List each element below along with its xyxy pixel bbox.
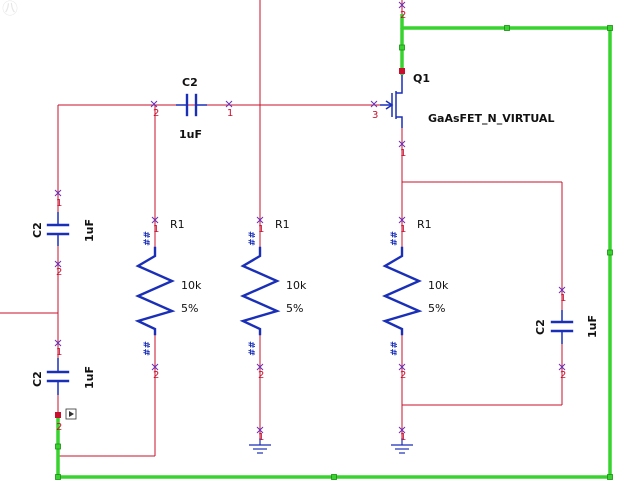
pin-number: 1 (56, 198, 62, 209)
pin-number: 1 (258, 432, 264, 443)
pin-number: 1 (227, 108, 233, 119)
pin-marker (256, 216, 264, 224)
component-tolerance: 5% (428, 302, 445, 315)
pin-marker (370, 100, 378, 108)
component-value: 1uF (83, 219, 96, 242)
component-model: GaAsFET_N_VIRTUAL (428, 112, 554, 125)
junction-node[interactable] (607, 474, 613, 480)
transistor-q1[interactable]: Q1 GaAsFET_N_VIRTUAL (380, 72, 554, 128)
pin-number: 2 (560, 370, 566, 381)
junction-node[interactable] (55, 443, 61, 450)
component-tolerance: 5% (181, 302, 198, 315)
capacitor-c2-top[interactable]: C2 1uF (176, 76, 207, 141)
pin-marker (225, 100, 233, 108)
pin-marker (256, 426, 264, 434)
highlighted-wire[interactable] (56, 14, 612, 479)
component-ref: C2 (534, 319, 547, 335)
component-value: 1uF (586, 315, 599, 338)
pin-number: 1 (400, 148, 406, 159)
pin-number: 2 (153, 108, 159, 119)
resistor-r1-c[interactable]: R1 10k 5% (381, 218, 449, 336)
pin-marker (151, 216, 159, 224)
junction-node[interactable] (399, 44, 405, 51)
component-ref: R1 (170, 218, 185, 231)
pin-number: 1 (258, 224, 264, 235)
pin-marker (54, 260, 62, 268)
pin-number: 3 (372, 110, 378, 121)
pin-markers (54, 1, 566, 434)
component-value: 1uF (179, 128, 202, 141)
play-icon (69, 411, 74, 417)
probe-marker[interactable] (399, 68, 405, 74)
pin-marker (54, 189, 62, 197)
pin-number: 2 (400, 10, 406, 21)
ground-symbol-c (391, 438, 413, 454)
pin-number: 2 (153, 370, 159, 381)
component-value: 10k (286, 279, 307, 292)
pin-number: 2 (56, 422, 62, 433)
component-value: 10k (181, 279, 202, 292)
wires (0, 0, 563, 457)
component-value: 1uF (83, 366, 96, 389)
pin-number: 1 (153, 224, 159, 235)
hash-mark: ## (390, 341, 400, 356)
pin-marker (398, 1, 406, 9)
pin-marker (256, 363, 264, 371)
pin-marker (151, 363, 159, 371)
pin-number: 1 (400, 432, 406, 443)
pin-marker (398, 140, 406, 148)
resistor-r1-b[interactable]: R1 10k 5% (239, 218, 307, 336)
component-ref: R1 (275, 218, 290, 231)
watermark-glyph: ㊇ (2, 0, 18, 18)
junction-node[interactable] (607, 249, 613, 256)
highlighted-net[interactable] (55, 14, 613, 480)
pin-number: 1 (560, 293, 566, 304)
probe-marker[interactable] (55, 412, 61, 418)
component-tolerance: 5% (286, 302, 303, 315)
capacitor-c2-left-lower[interactable]: C2 1uF (31, 358, 96, 395)
component-ref: C2 (31, 371, 44, 387)
pin-marker (398, 216, 406, 224)
component-ref: C2 (182, 76, 198, 89)
component-ref: R1 (417, 218, 432, 231)
pin-marker (558, 363, 566, 371)
pin-number: 2 (400, 370, 406, 381)
junction-node[interactable] (607, 25, 613, 31)
component-ref: Q1 (413, 72, 430, 85)
capacitor-c2-left-upper[interactable]: C2 1uF (31, 212, 96, 246)
hash-mark: ## (248, 341, 258, 356)
resistor-r1-a[interactable]: R1 10k 5% (134, 218, 202, 336)
pin-marker (558, 286, 566, 294)
capacitor-c2-right[interactable]: C2 1uF (534, 310, 599, 344)
component-value: 10k (428, 279, 449, 292)
junction-node[interactable] (55, 474, 61, 480)
footprint-hash-marks: ## ## ## ## ## ## (143, 231, 400, 356)
pin-marker (150, 100, 158, 108)
junction-node[interactable] (504, 25, 510, 31)
pin-number: 1 (400, 224, 406, 235)
pin-marker (54, 339, 62, 347)
pin-number: 1 (56, 347, 62, 358)
pin-number: 2 (258, 370, 264, 381)
component-ref: C2 (31, 222, 44, 238)
junction-node[interactable] (331, 474, 337, 480)
hash-mark: ## (390, 231, 400, 246)
hash-mark: ## (143, 341, 153, 356)
ground-symbol-b (249, 438, 271, 454)
pin-marker (398, 363, 406, 371)
hash-mark: ## (248, 231, 258, 246)
pin-marker (398, 426, 406, 434)
pin-number: 2 (56, 267, 62, 278)
pin-numbers: 2 1 3 1 2 1 2 1 2 1 2 1 1 2 1 1 2 1 2 (56, 10, 566, 443)
hash-mark: ## (143, 231, 153, 246)
